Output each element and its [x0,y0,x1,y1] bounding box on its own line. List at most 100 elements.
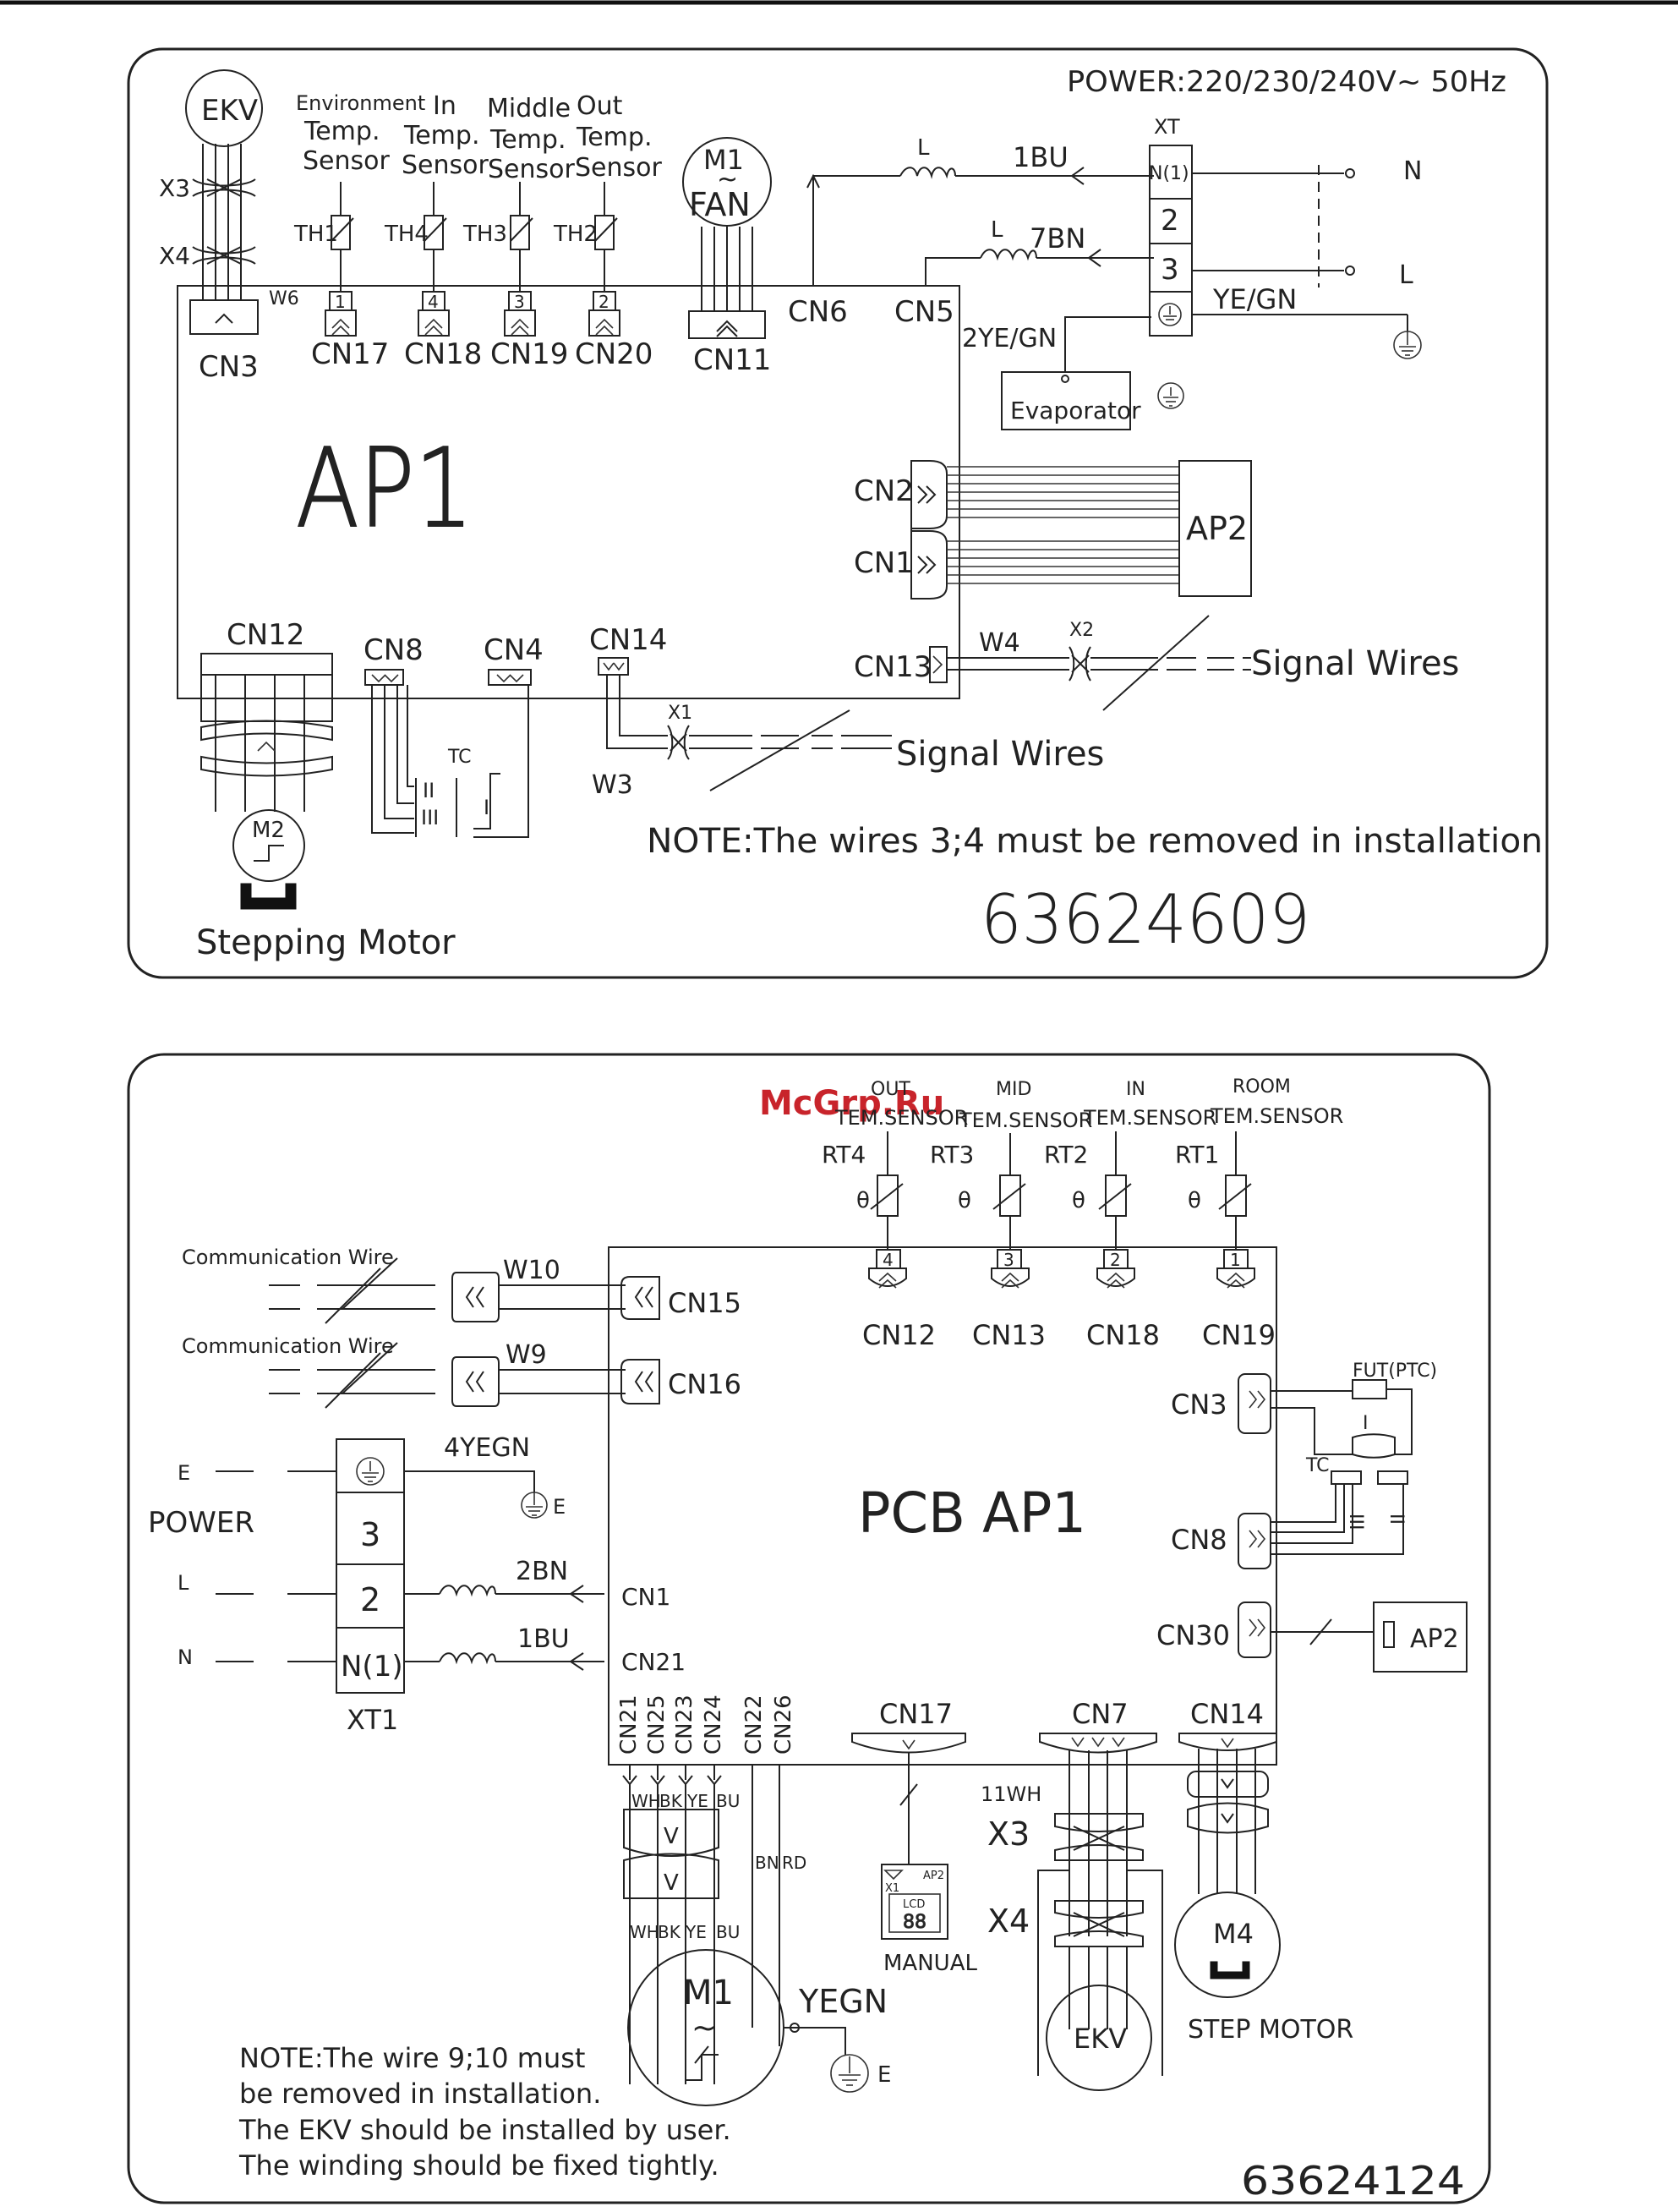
m2-label: M2 [252,818,285,843]
cn21-d2-label: CN21 [621,1648,686,1676]
ye-gn-label: YE/GN [1212,283,1297,315]
xt-terminal-block [1149,145,1193,337]
theta-rt1: θ [1188,1188,1201,1213]
winding-ii: II [423,779,435,802]
cn4-d1-label: CN4 [484,633,544,667]
winding-iii: III [421,806,439,830]
ground-icon-2 [1157,382,1184,409]
cn7-label: CN7 [1072,1698,1129,1730]
wire-rd: RD [782,1853,806,1873]
cn8-d2-label: CN8 [1171,1524,1227,1556]
comm-wire-label-2: Communication Wire [182,1334,394,1358]
sensor-1-line3: Sensor [303,146,390,176]
winding-ii-d2: II [1386,1514,1407,1525]
ground-icon-1 [1393,331,1422,359]
sensor-4-line3: Sensor [575,153,662,183]
cn5-label: CN5 [894,295,954,329]
manual-label: MANUAL [883,1951,977,1976]
cn2-d1-label: CN2 [854,474,914,508]
xt-label: XT [1154,115,1180,139]
ap2-d2-label: AP2 [1410,1624,1459,1654]
stepping-motor-label: Stepping Motor [196,923,456,962]
cn17-d2-label: CN17 [879,1698,953,1730]
sensor-group-3: Middle Temp. Sensor TH3 3 CN19 [462,94,575,371]
fut-label: FUT(PTC) [1353,1361,1437,1382]
signal-wires-1: Signal Wires [1251,644,1459,683]
cn16-label: CN16 [668,1368,741,1400]
sensor-rt4-line1: OUT [871,1079,910,1100]
wire-4yegn: 4YEGN [444,1433,530,1463]
wiring-diagram-1: POWER:220/230/240V~ 50Hz AP1 EKV X3 X4 W… [127,47,1549,979]
sensor-3-line1: Middle [487,94,571,123]
m4-label: M4 [1213,1918,1254,1950]
cn12-d2-label: CN12 [862,1319,936,1351]
wire-bn: BN [755,1853,779,1873]
wire-2bn: 2BN [516,1557,568,1586]
sensor-rt2: IN TEM.SENSOR RT2 θ 2 CN18 [1044,1079,1216,1351]
cn13-d2-label: CN13 [972,1319,1046,1351]
lcd-label: LCD [903,1898,925,1911]
sensor-rt3-line1: MID [996,1079,1031,1100]
ap2-label: AP2 [1186,510,1248,547]
wire-1bu: 1BU [1013,141,1069,173]
cn19-label: CN19 [490,337,568,371]
x3-label: X3 [159,174,190,202]
wire-color-bk-2: BK [658,1922,681,1942]
yegn-label: YEGN [798,1983,888,2020]
cn6-label: CN6 [788,295,848,329]
manual-box [881,1864,948,1940]
cn17-label: CN17 [311,337,389,371]
sensor-rt1-line1: ROOM [1233,1076,1291,1098]
sensor-rt2-line1: IN [1126,1079,1145,1100]
cn3-ptc: CN3 FUT(PTC) I [1171,1361,1437,1459]
sensor-rt4: OUT TEM.SENSOR RT4 θ 4 CN12 [822,1079,968,1351]
pin-rt1: 1 [1230,1250,1241,1270]
sensor-3-th: TH3 [462,222,507,247]
tc-d1-label: TC [447,747,472,768]
sensor-rt3-line2: TEM.SENSOR [959,1109,1092,1132]
note-line-1: NOTE:The wire 9;10 must [239,2042,585,2074]
sensor-group-2: In Temp. Sensor TH4 4 CN18 [384,91,489,371]
wire-color-ye-1: YE [686,1791,708,1811]
winding-iii-d2: III [1345,1514,1366,1530]
sensor-3-line2: Temp. [489,125,566,155]
sensor-1-pin: 1 [335,292,346,312]
cn19-d2-label: CN19 [1202,1319,1276,1351]
sensor-4-line2: Temp. [576,123,653,152]
power-l-label: L [1399,260,1413,290]
sensor-3-line3: Sensor [488,155,575,184]
cn12-d1-label: CN12 [227,618,304,652]
inductor-l-1: L [917,135,930,161]
cn20-label: CN20 [575,337,653,371]
sensor-3-pin: 3 [514,292,525,312]
cn11-label: CN11 [693,343,771,377]
w10-label: W10 [503,1256,560,1285]
cn15-label: CN15 [668,1287,741,1319]
diagram-2-code: 63624124 [1241,2158,1465,2204]
cn25-v: CN25 [644,1695,670,1755]
xt-terminal-2: 2 [1161,204,1179,238]
cn1-d2-label: CN1 [621,1583,670,1611]
cn14-d1-label: CN14 [589,623,667,657]
xt1-terminal-3: 3 [360,1516,380,1553]
sensor-group-4: Out Temp. Sensor TH2 2 CN20 [553,91,662,371]
wiring-diagram-2: McGrp.Ru PCB AP1 OUT TEM.SENSOR RT4 θ 4 … [127,1053,1491,2204]
vertical-cn-labels: CN21 CN25 CN23 CN24 CN22 CN26 [616,1695,796,1755]
ap1-label: AP1 [296,426,473,552]
pcb-ap1-label: PCB AP1 [858,1481,1086,1546]
cn30-ap2: CN30 AP2 [1156,1602,1468,1673]
cn22-v: CN22 [741,1695,767,1755]
cn8-transformer: CN8 TC III II [1171,1455,1408,1569]
winding-i: I [484,796,489,819]
cn26-v: CN26 [771,1695,796,1755]
manual-ap2: AP2 [923,1870,944,1882]
ground-icon-4yegn [521,1492,548,1519]
x4-label: X4 [159,242,190,270]
pin-rt2: 2 [1110,1250,1121,1270]
pcb-ap1-board [608,1246,1277,1766]
ye-gn-2-label: 2YE/GN [962,324,1057,353]
comm-wire-label-1: Communication Wire [182,1246,394,1269]
cn7-ekv: CN7 11WH X3 X4 EKV [981,1698,1163,2091]
power-n: N [178,1645,193,1669]
power-n-label: N [1403,156,1422,186]
